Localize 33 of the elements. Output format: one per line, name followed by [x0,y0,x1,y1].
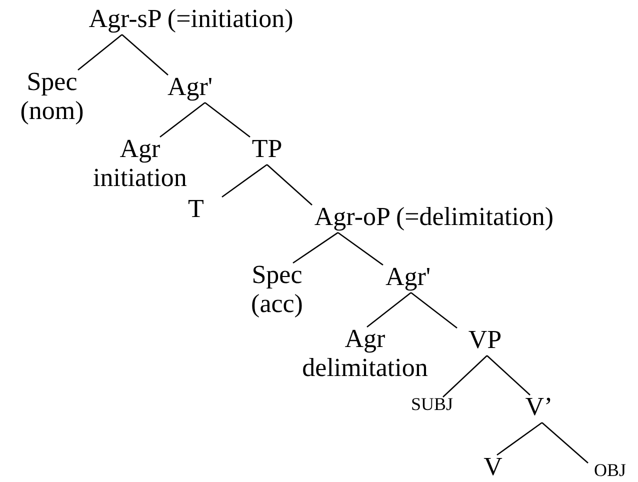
tree-node-label: V [484,453,502,482]
tree-node-label: Agr-sP (=initiation) [88,5,294,34]
tree-node-label: TP [252,135,282,164]
tree-branch-line [496,422,542,456]
tree-node-label: SUBJ [410,395,454,415]
tree-node-label: (acc) [251,290,303,318]
tree-node-label: Agr' [167,73,213,102]
tree-branch-line [442,355,488,398]
tree-node-label: Agr [344,325,386,354]
tree-node-label: delimitation [302,354,428,382]
tree-node-label: VP [468,326,502,355]
tree-node-label: Spec [251,261,303,290]
tree-node-label: Spec [26,68,78,97]
tree-branch-line [204,102,250,138]
tree-node-label: T [188,195,204,224]
tree-branch-line [292,232,338,264]
tree-branch-line [266,164,312,206]
tree-node-label: Agr [118,135,162,164]
tree-node-label: OBJ [594,461,626,481]
tree-branch-line [122,34,168,76]
tree-node-label: (nom) [20,96,84,126]
tree-node-label: initiation [93,164,187,192]
tree-branch-line [542,422,588,464]
tree-branch-line [338,232,384,266]
tree-branch-line [410,292,458,329]
tree-branch-line [222,164,268,198]
tree-branch-line [366,292,412,328]
tree-branch-line [78,34,122,70]
tree-node-label: V’ [525,393,553,422]
tree-branch-line [486,355,530,396]
tree-node-label: Agr' [385,263,431,292]
tree-branch-line [160,102,206,138]
tree-node-label: Agr-oP (=delimitation) [314,203,554,232]
